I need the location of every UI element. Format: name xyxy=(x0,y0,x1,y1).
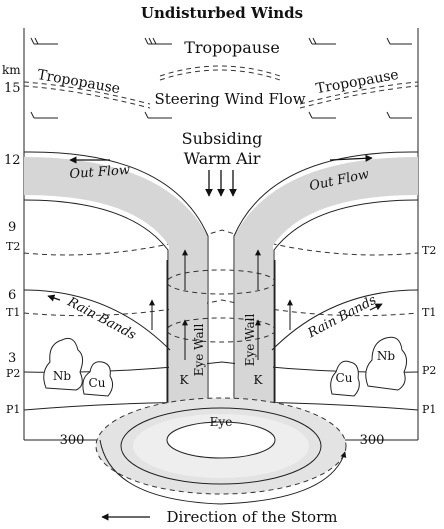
cloud-nb-left: Nb xyxy=(43,337,84,391)
diagram-title: Undisturbed Winds xyxy=(141,4,303,22)
rainbands-right-label: Rain Bands xyxy=(305,292,380,341)
steering-wind-flow-label: Steering Wind Flow xyxy=(154,90,305,108)
subsiding-label-line2: Warm Air xyxy=(184,149,261,168)
k-left-label: K xyxy=(180,373,190,387)
tick-300-right: 300 xyxy=(360,433,385,448)
tropopause-center-line-2 xyxy=(159,69,281,81)
axis-unit-label: km xyxy=(2,63,21,77)
updraft-arrows xyxy=(149,249,293,360)
level-t1-line xyxy=(23,299,419,317)
tick-15: 15 xyxy=(4,81,21,96)
upper-wind-barbs xyxy=(30,37,412,119)
tropopause-right-line-2 xyxy=(299,85,419,109)
tick-t2-right: T2 xyxy=(422,244,436,257)
eyewall-left-label: Eye Wall xyxy=(192,324,206,377)
tick-p1-left: P1 xyxy=(6,403,20,416)
tropopause-right-label: Tropopause xyxy=(315,67,400,97)
cloud-nb-right-label: Nb xyxy=(377,349,396,363)
tropopause-center-line xyxy=(159,65,281,77)
k-right-label: K xyxy=(254,373,264,387)
tick-t2-left: T2 xyxy=(6,240,20,253)
tropopause-left-line xyxy=(23,81,151,105)
outflow-right-arrow xyxy=(329,154,373,162)
rainband-right-arrow xyxy=(369,303,383,311)
cloud-nb-left-label: Nb xyxy=(53,369,72,383)
level-p2-line xyxy=(23,361,419,373)
cloud-nb-right: Nb xyxy=(365,336,408,391)
tick-300-left: 300 xyxy=(60,433,85,448)
tick-p2-right: P2 xyxy=(422,364,436,377)
eyewall-right-label: Eye Wall xyxy=(243,314,257,367)
storm-direction-label: Direction of the Storm xyxy=(167,508,338,526)
tick-12: 12 xyxy=(4,153,21,168)
cloud-cu-left: Cu xyxy=(82,361,114,397)
right-axis-ticks: T2 T1 P2 P1 xyxy=(422,244,436,416)
eye-wall-cylinder xyxy=(166,260,276,428)
tick-t1-left: T1 xyxy=(6,306,20,319)
rainband-left-line xyxy=(23,289,171,351)
rainband-left-arrow xyxy=(47,294,61,302)
outflow-band-right xyxy=(233,151,419,420)
cloud-cu-left-label: Cu xyxy=(89,376,106,390)
tick-6: 6 xyxy=(8,288,16,303)
cloud-cu-right-label: Cu xyxy=(336,371,353,385)
eye-label: Eye xyxy=(210,415,233,429)
left-axis-ticks: 15 12 9 T2 6 T1 3 P2 P1 xyxy=(4,81,21,416)
rainbands-left-label: Rain Bands xyxy=(64,294,139,343)
subsiding-label-line1: Subsiding xyxy=(182,129,263,148)
tick-t1-right: T1 xyxy=(422,306,436,319)
tick-p1-right: P1 xyxy=(422,403,436,416)
rainband-right-line xyxy=(271,289,419,351)
surface-spiral xyxy=(95,397,347,505)
subsiding-arrows xyxy=(205,170,237,197)
tropopause-right-line xyxy=(299,81,419,105)
outflow-left-label: Out Flow xyxy=(69,163,130,182)
tick-9: 9 xyxy=(8,220,16,235)
level-t2-line xyxy=(23,229,419,256)
tropopause-left-line-2 xyxy=(23,85,151,109)
tick-p2-left: P2 xyxy=(6,367,20,380)
tropopause-center-label: Tropopause xyxy=(184,38,280,57)
cloud-cu-right: Cu xyxy=(330,360,360,397)
tick-3: 3 xyxy=(8,351,16,366)
outflow-band-left xyxy=(23,151,209,420)
